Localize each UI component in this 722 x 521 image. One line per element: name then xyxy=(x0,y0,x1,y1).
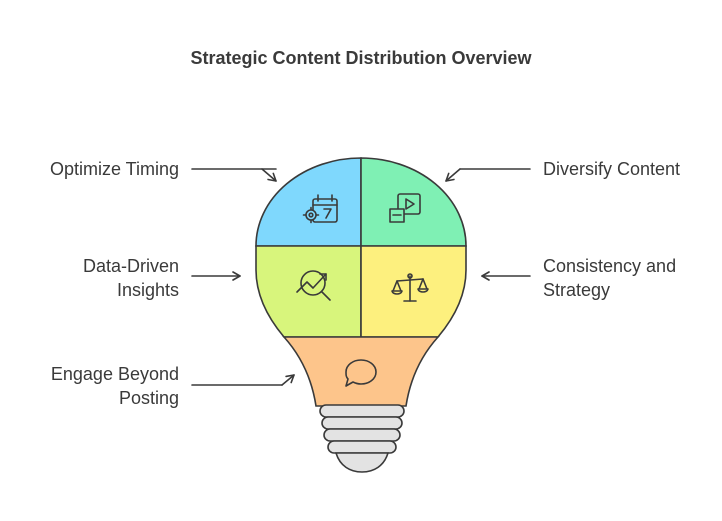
bulb-base xyxy=(319,404,405,473)
calendar-gear-icon xyxy=(302,194,338,224)
label-diversify-content: Diversify Content xyxy=(543,159,681,179)
analytics-magnifier-icon xyxy=(296,270,331,301)
segment-data-driven-insights xyxy=(255,245,362,338)
label-data-driven-insights: Data-Driven Insights xyxy=(82,256,179,300)
segment-diversify-content xyxy=(360,157,467,247)
video-content-icon xyxy=(389,193,421,223)
label-optimize-timing: Optimize Timing xyxy=(49,159,179,179)
balance-scale-icon xyxy=(391,273,429,302)
arrow-optimize-timing-tip xyxy=(261,168,277,182)
label-consistency-strategy: Consistency and Strategy xyxy=(543,256,677,300)
arrow-engage-beyond-posting-tip xyxy=(281,374,295,386)
chat-bubble-icon xyxy=(345,359,377,387)
segment-engage-beyond-posting xyxy=(282,336,440,407)
diagram-title: Strategic Content Distribution Overview xyxy=(190,48,532,68)
segment-optimize-timing xyxy=(255,157,362,247)
label-engage-beyond-posting: Engage Beyond Posting xyxy=(50,364,179,408)
segment-consistency-strategy xyxy=(360,245,467,338)
arrow-diversify-content-tip xyxy=(445,168,461,182)
